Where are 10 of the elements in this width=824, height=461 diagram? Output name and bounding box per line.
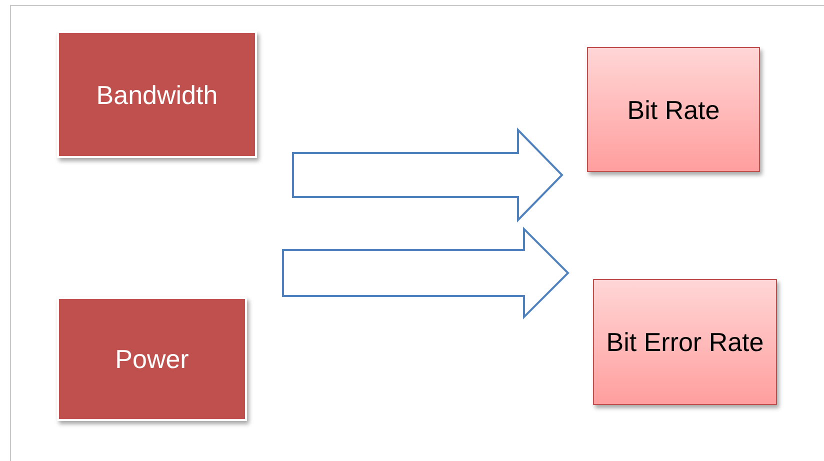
block-arrow [292,128,564,222]
box-label: Power [115,343,189,376]
process-box [57,31,257,158]
box-label: Bit Error Rate [606,326,764,359]
block-arrow [282,226,570,320]
process-box [593,279,777,405]
process-box [587,47,760,172]
box-label: Bandwidth [96,78,218,112]
process-box [57,297,247,421]
box-label: Bit Rate [627,94,720,126]
